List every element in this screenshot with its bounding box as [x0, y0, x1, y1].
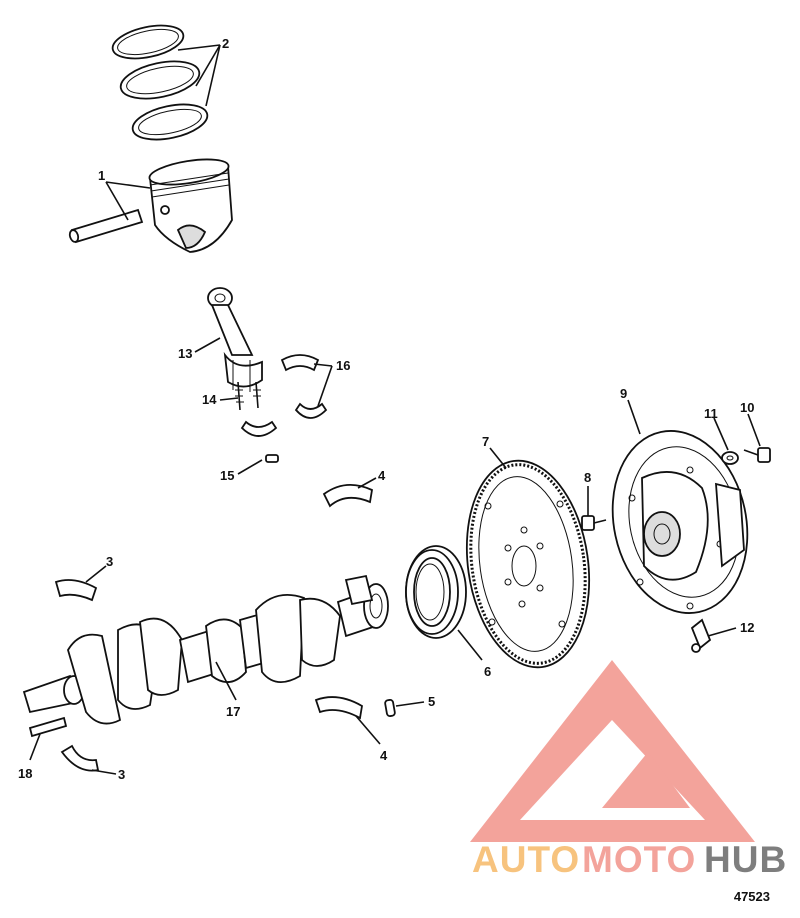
watermark-logo: AUTO MOTO HUB — [470, 660, 787, 880]
dowel-pin-15 — [265, 454, 279, 463]
callout-10: 10 — [740, 400, 754, 415]
grease-fitting — [690, 618, 712, 653]
rear-main-oil-seal — [405, 545, 467, 639]
callout-4-upper: 4 — [378, 468, 386, 483]
watermark-text-moto: MOTO — [582, 839, 696, 880]
callout-16: 16 — [336, 358, 350, 373]
connecting-rod — [207, 287, 263, 392]
callout-17: 17 — [226, 704, 240, 719]
main-bearing-upper — [322, 484, 374, 508]
drive-plate — [611, 430, 749, 614]
piston-rings — [111, 24, 209, 141]
dowel-pin-5 — [384, 699, 396, 717]
callout-4-lower: 4 — [380, 748, 388, 763]
rod-bolts — [235, 381, 261, 411]
drive-plate-bolt — [743, 447, 771, 463]
rod-bearing-upper — [280, 354, 320, 372]
callout-9: 9 — [620, 386, 627, 401]
piston — [148, 158, 233, 253]
callout-3-left: 3 — [106, 554, 113, 569]
flywheel-bolt — [581, 515, 607, 531]
callout-1: 1 — [98, 168, 105, 183]
rod-bearing-lower — [294, 402, 328, 419]
callout-6: 6 — [484, 664, 491, 679]
callout-18: 18 — [18, 766, 32, 781]
wrist-pin — [68, 208, 144, 244]
main-bearing-shell-bottom — [60, 744, 100, 772]
callout-14: 14 — [202, 392, 217, 407]
callout-5: 5 — [428, 694, 435, 709]
main-bearing-shell-left — [54, 579, 98, 602]
callout-labels: 2 1 13 14 16 15 4 3 3 17 18 5 4 6 7 8 9 … — [18, 36, 754, 782]
callout-8: 8 — [584, 470, 591, 485]
dowel-pin-18 — [28, 716, 68, 738]
drive-plate-washer — [721, 451, 739, 465]
leader-lines — [29, 44, 761, 775]
callout-7: 7 — [482, 434, 489, 449]
rod-cap-bearing — [240, 420, 278, 437]
main-bearing-lower — [314, 696, 363, 720]
callout-3-bottom: 3 — [118, 767, 125, 782]
callout-12: 12 — [740, 620, 754, 635]
watermark-text-auto: AUTO — [472, 839, 580, 880]
callout-11: 11 — [704, 406, 718, 421]
watermark-text-hub: HUB — [704, 839, 787, 880]
callout-2: 2 — [222, 36, 229, 51]
logo-triangle-core — [602, 752, 690, 808]
callout-13: 13 — [178, 346, 192, 361]
drawing-number: 47523 — [733, 889, 770, 904]
crankshaft — [22, 574, 389, 725]
flywheel — [465, 459, 591, 669]
callout-15: 15 — [220, 468, 234, 483]
